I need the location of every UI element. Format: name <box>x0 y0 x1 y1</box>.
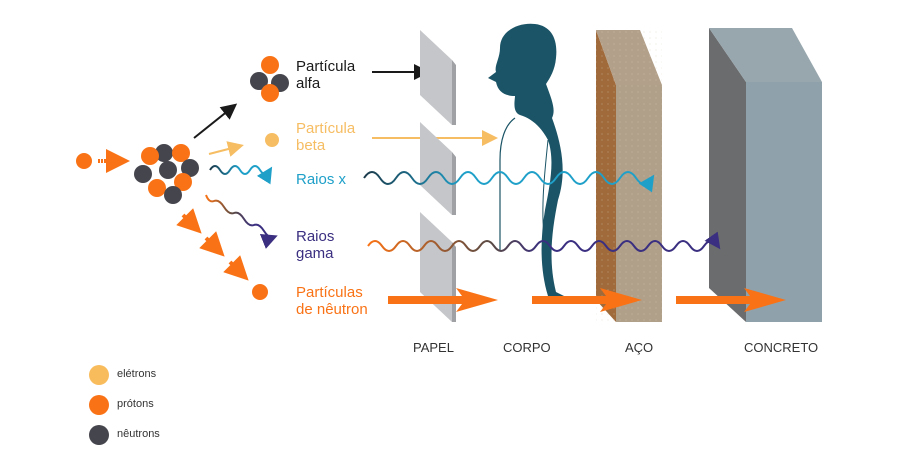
legend-label-proton: prótons <box>117 398 154 410</box>
paper-barrier <box>420 30 456 322</box>
neutron-beam-arrows <box>388 288 786 312</box>
alpha-particle <box>250 56 289 102</box>
material-label-concrete: CONCRETO <box>744 340 819 355</box>
material-label-body: CORPO <box>503 340 551 355</box>
alpha-emission-arrow <box>193 103 238 139</box>
neutron-particle <box>252 284 268 300</box>
steel-barrier <box>596 30 662 322</box>
neutron-emission-arrows <box>176 208 249 281</box>
label-gamma: Raios gama <box>296 228 334 262</box>
label-neutron: Partículas de nêutron <box>296 284 368 318</box>
xray-wave <box>363 171 655 193</box>
label-alpha: Partícula alfa <box>296 58 355 92</box>
beta-emission-arrow <box>208 141 244 157</box>
incoming-neutron <box>76 153 92 169</box>
label-beta-line1: Partícula <box>296 120 356 137</box>
label-xray: Raios x <box>296 171 347 188</box>
legend-swatch-neutron <box>89 425 109 445</box>
label-neutron-line1: Partículas <box>296 284 363 301</box>
legend-label-neutron: nêutrons <box>117 428 160 440</box>
material-label-steel: AÇO <box>625 340 654 355</box>
label-gamma-line1: Raios <box>296 228 335 245</box>
label-alpha-line1: Partícula <box>296 58 356 75</box>
label-beta-line2: beta <box>296 137 326 154</box>
legend-swatch-electron <box>89 365 109 385</box>
human-body-silhouette <box>488 23 564 296</box>
xray-emission-wave <box>209 165 273 185</box>
label-alpha-line2: alfa <box>296 75 321 92</box>
legend-swatch-proton <box>89 395 109 415</box>
concrete-barrier <box>709 28 822 322</box>
gamma-emission-wave <box>205 194 278 249</box>
label-beta: Partícula beta <box>296 120 355 154</box>
label-neutron-line2: de nêutron <box>296 301 368 318</box>
nucleus <box>134 144 199 204</box>
label-gamma-line2: gama <box>296 245 334 262</box>
gamma-wave <box>367 231 721 252</box>
material-label-paper: PAPEL <box>413 340 454 355</box>
legend-label-electron: elétrons <box>117 368 157 380</box>
beta-particle <box>265 133 279 147</box>
